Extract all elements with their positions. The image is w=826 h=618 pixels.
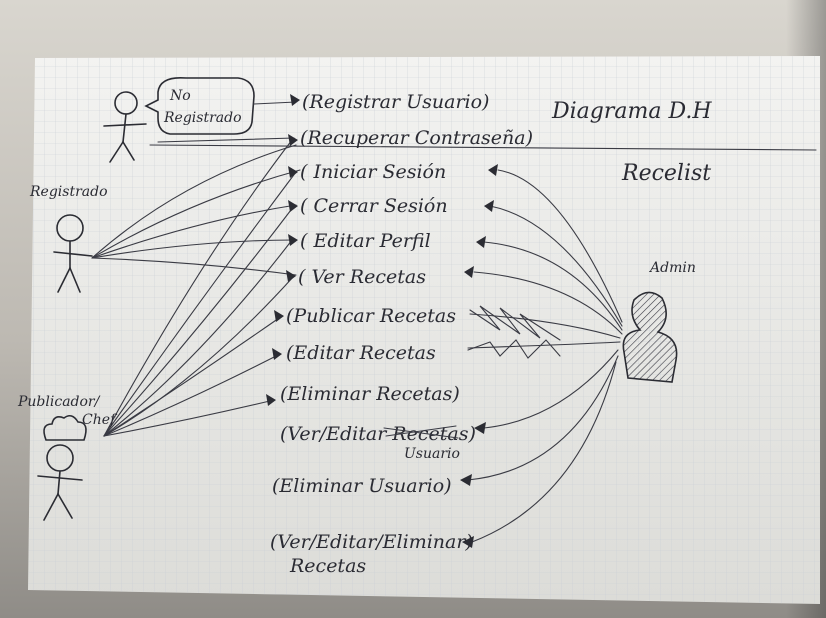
use-case-editar-recetas: (Editar Recetas (286, 342, 436, 364)
strike-through-mark (383, 425, 459, 439)
divider-line (149, 144, 817, 151)
label-chef: Chef (82, 412, 118, 428)
arrowheads (266, 94, 498, 548)
speech-bubble (144, 76, 255, 135)
actor-no-registrado-figure (103, 91, 147, 163)
use-case-cerrar-sesion: ( Cerrar Sesión (300, 195, 448, 217)
label-publicador: Publicador/ (17, 394, 101, 410)
noreg-association-1 (157, 137, 295, 143)
use-case-publicar-recetas: (Publicar Recetas (286, 305, 456, 327)
actor-publicador-figure (37, 414, 87, 521)
diagram-subtitle: Recelist (621, 161, 711, 186)
admin-associations (467, 169, 623, 543)
label-registrado-line: Registrado (163, 110, 242, 126)
actor-admin-figure (622, 291, 678, 383)
correction-usuario: Usuario (404, 446, 460, 462)
use-case-ver-editar-recetas: (Ver/Editar Recetas) (280, 423, 476, 445)
actor-registrado-figure (53, 214, 93, 293)
noreg-label: No Registrado (163, 88, 242, 126)
noreg-association-2 (253, 101, 297, 105)
use-case-recetas-line: Recetas (289, 555, 366, 577)
use-case-eliminar-usuario: (Eliminar Usuario) (272, 475, 452, 497)
use-case-iniciar-sesion: ( Iniciar Sesión (300, 161, 446, 183)
label-no: No (169, 88, 191, 104)
scribble-hatching (467, 305, 561, 359)
use-case-editar-perfil: ( Editar Perfil (300, 230, 431, 252)
use-case-ver-editar-eliminar: (Ver/Editar/Eliminar) (270, 531, 473, 553)
use-case-ver-recetas: ( Ver Recetas (298, 266, 426, 288)
label-registrado: Registrado (29, 184, 108, 200)
label-admin: Admin (648, 260, 696, 276)
use-case-eliminar-recetas: (Eliminar Recetas) (280, 383, 460, 405)
diagram-title: Diagrama D.H (551, 99, 712, 124)
registrado-associations (91, 144, 301, 276)
publicador-associations (103, 139, 297, 437)
paper-grid (28, 56, 820, 604)
use-case-registrar-usuario: (Registrar Usuario) (302, 91, 489, 113)
use-case-recuperar-contrasena: (Recuperar Contraseña) (300, 127, 533, 149)
